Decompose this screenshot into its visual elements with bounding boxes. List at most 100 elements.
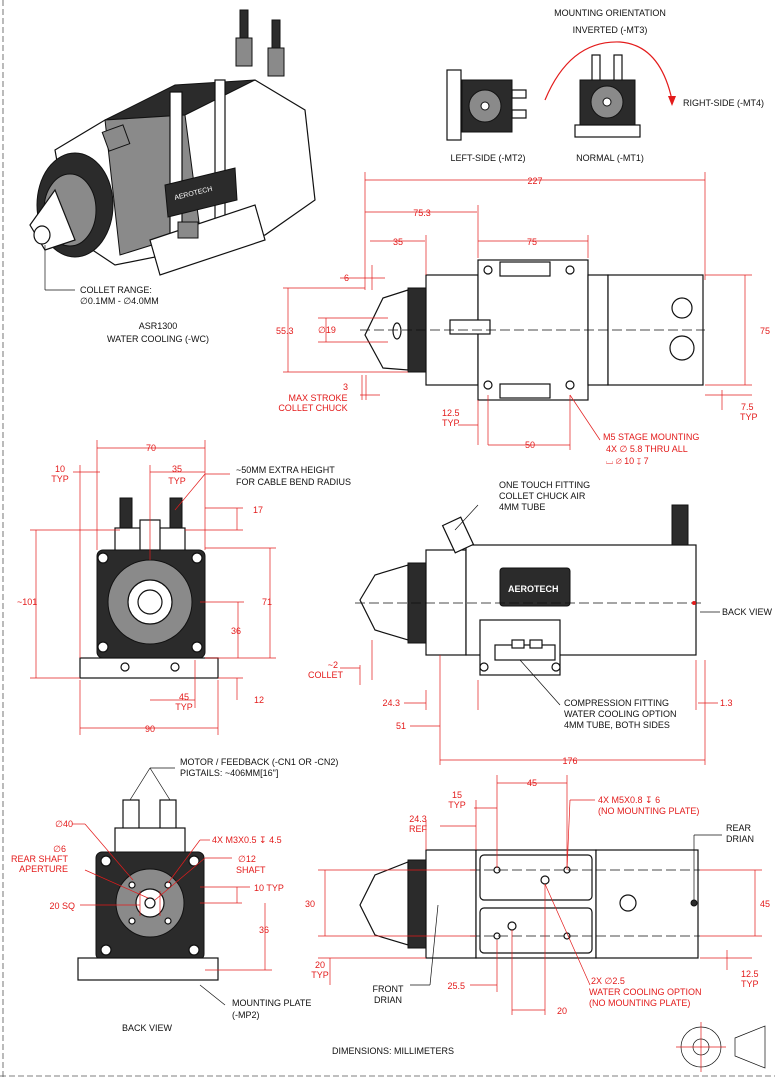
rear-shaft-label-2: APERTURE: [19, 864, 68, 874]
collet-range-label: COLLET RANGE:: [80, 285, 152, 295]
dim-12-5: 12.5: [442, 408, 460, 418]
collet-range-value: ∅0.1MM - ∅4.0MM: [80, 296, 159, 306]
compression-label-3: 4MM TUBE, BOTH SIDES: [564, 720, 670, 730]
motor-leader-left: [129, 767, 151, 801]
dim-dia-40: ∅40: [55, 819, 73, 829]
rear-drain-label: REAR: [726, 823, 752, 833]
rear-drain-label-2: DRIAN: [726, 834, 754, 844]
dim-dia-6: ∅6: [53, 844, 66, 854]
dim-36-front: 36: [231, 626, 241, 636]
fitting-leader: [454, 504, 479, 531]
m5-thread-note: (NO MOUNTING PLATE): [598, 806, 699, 816]
dim-24-3-ref: REF: [409, 824, 428, 834]
side-view-dims: [340, 640, 718, 765]
cooling-holes-label: 2X ∅2.5: [591, 976, 625, 986]
dim-12-5-bottom-typ: TYP: [741, 979, 759, 989]
orientation-left-label: LEFT-SIDE (-MT2): [450, 153, 525, 163]
dim-12-front: 12: [254, 695, 264, 705]
dim-7-5: 7.5: [741, 402, 754, 412]
compression-label-2: WATER COOLING OPTION: [564, 709, 677, 719]
dim-30: 30: [305, 899, 315, 909]
dim-20-bottom: 20: [315, 960, 325, 970]
dim-3: 3: [343, 382, 348, 392]
top-view-part: [360, 259, 705, 401]
mounting-plate-leader: [199, 984, 226, 1006]
m5-thru-label: 4X ∅ 5.8 THRU ALL: [606, 444, 688, 454]
dim-51: 51: [396, 721, 406, 731]
dim-20-typ: TYP: [311, 970, 329, 980]
collet-label: COLLET: [308, 670, 344, 680]
dim-101: ~101: [17, 597, 37, 607]
dim-10: 10: [55, 464, 65, 474]
dim-7-5-typ: TYP: [740, 412, 758, 422]
extra-height-label: ~50MM EXTRA HEIGHT: [236, 465, 335, 475]
orientation-normal-label: NORMAL (-MT1): [576, 153, 644, 163]
dim-15-typ: TYP: [448, 800, 466, 810]
compression-leader: [519, 659, 561, 706]
dim-10-typ: TYP: [51, 474, 69, 484]
dim-75-right: 75: [760, 326, 770, 336]
dim-12-5-bottom: 12.5: [741, 969, 759, 979]
shaft-label: SHAFT: [236, 865, 266, 875]
dim-55-3: 55.3: [276, 326, 294, 336]
isometric-view: AEROTECH: [29, 9, 316, 291]
dim-dia-12: ∅12: [238, 854, 256, 864]
dim-50: 50: [525, 440, 535, 450]
front-drain-leader: [429, 904, 439, 986]
pigtails-label: PIGTAILS: ~406MM[16"]: [180, 768, 278, 778]
mounting-plate-code: (-MP2): [232, 1010, 260, 1020]
dim-45-typ: TYP: [175, 702, 193, 712]
motor-leader-right: [149, 767, 171, 801]
dim-35-typ: TYP: [168, 476, 186, 486]
fitting-label: ONE TOUCH FITTING: [499, 480, 590, 490]
orientation-normal: [574, 54, 641, 138]
max-stroke-label: MAX STROKE: [288, 393, 347, 403]
dim-12-5-typ: TYP: [442, 418, 460, 428]
dim-35-front: 35: [172, 464, 182, 474]
dim-25-5: 25.5: [447, 981, 465, 991]
front-drain-label: FRONT: [373, 984, 404, 994]
front-view-dims: [30, 440, 276, 735]
orientation-left-side: [446, 69, 527, 141]
dim-35: 35: [393, 237, 403, 247]
top-view-dims: [283, 172, 752, 450]
max-stroke-label-2: COLLET CHUCK: [278, 403, 347, 413]
dim-10-typ-back: 10 TYP: [254, 883, 284, 893]
dim-1-3: 1.3: [720, 698, 733, 708]
mounting-plate-label: MOUNTING PLATE: [232, 998, 311, 1008]
dim-17: 17: [253, 505, 263, 515]
bottom-view-part: [359, 849, 700, 959]
orientation-title: MOUNTING ORIENTATION: [554, 8, 666, 18]
dim-24-3: 24.3: [382, 698, 400, 708]
m5-thread-label: 4X M5X0.8 ↧ 6: [598, 795, 660, 805]
dim-90: 90: [145, 724, 155, 734]
m5-stage-label: M5 STAGE MOUNTING: [603, 432, 699, 442]
dim-227: 227: [527, 176, 542, 186]
cooling-holes-note: WATER COOLING OPTION: [589, 987, 702, 997]
units-note: DIMENSIONS: MILLIMETERS: [332, 1046, 454, 1056]
projection-symbol: [676, 1022, 766, 1072]
extra-height-label-2: FOR CABLE BEND RADIUS: [236, 477, 351, 487]
fitting-label-2: COLLET CHUCK AIR: [499, 491, 586, 501]
dim-20-holes: 20: [557, 1006, 567, 1016]
dim-36-back: 36: [259, 925, 269, 935]
back-view-title: BACK VIEW: [122, 1023, 173, 1033]
dim-45-front: 45: [179, 692, 189, 702]
m3-thread-label: 4X M3X0.5 ↧ 4.5: [212, 835, 282, 845]
dim-6: 6: [344, 273, 349, 283]
orientation-right-label: RIGHT-SIDE (-MT4): [683, 98, 764, 108]
rear-shaft-label: REAR SHAFT: [11, 854, 69, 864]
fitting-label-3: 4MM TUBE: [499, 502, 545, 512]
dim-176: 176: [562, 756, 577, 766]
dim-75-top: 75: [527, 237, 537, 247]
side-brand-plate: AEROTECH: [508, 584, 559, 594]
dim-15: 15: [452, 790, 462, 800]
orientation-arrow: [544, 41, 673, 101]
dim-2: ~2: [328, 660, 338, 670]
model-label: ASR1300: [139, 321, 178, 331]
side-view-part: AEROTECH: [355, 504, 705, 676]
m5-cbore-label: ⌴ ∅ 10 ↧ 7: [606, 456, 649, 466]
dim-dia-19: ∅19: [318, 325, 336, 335]
back-view-callout: BACK VIEW: [722, 607, 773, 617]
compression-label: COMPRESSION FITTING: [564, 698, 669, 708]
